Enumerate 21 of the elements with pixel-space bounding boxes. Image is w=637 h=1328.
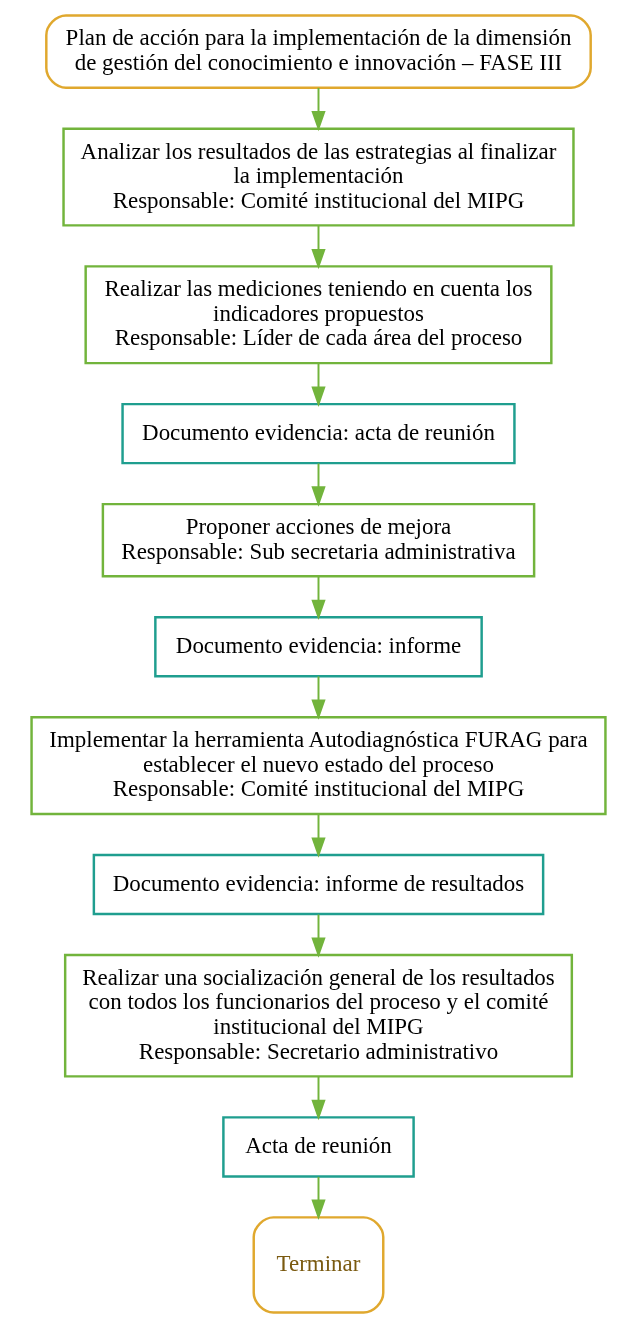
arrow	[311, 575, 326, 621]
arrow	[311, 675, 326, 720]
arrow	[311, 362, 326, 407]
node-box: Documento evidencia: acta de reunión	[121, 402, 516, 465]
node-box: Analizar los resultados de las estrategias al finalizar la implementación Responsable: Comité institucional del MIPG	[62, 127, 575, 227]
node-box: Realizar las mediciones teniendo en cuenta los indicadores propuestos Responsable: Líder de cada área del proceso	[84, 265, 553, 365]
node-box: Proponer acciones de mejora Responsable: Sub secretaria administrativa	[101, 502, 536, 578]
node-box: Terminar	[252, 1216, 385, 1314]
arrow	[311, 913, 326, 958]
node-box: Implementar la herramienta Autodiagnóstica FURAG para establecer el nuevo estado del proceso Responsable: Comité institucional del MIPG	[30, 716, 607, 816]
node-box: Plan de acción para la implementación de la dimensión de gestión del conocimiento e innovación – FASE III	[45, 14, 592, 89]
arrow	[311, 462, 326, 507]
arrow	[311, 1175, 326, 1220]
arrow	[311, 224, 326, 270]
node-box: Documento evidencia: informe de resultados	[92, 853, 545, 916]
arrow	[311, 1075, 326, 1121]
node-box: Realizar una socialización general de los resultados con todos los funcionarios del proceso y el comité institucional del MIPG Responsable: Secretario administrativo	[63, 953, 574, 1078]
node-box: Acta de reunión	[222, 1116, 415, 1178]
arrow	[311, 813, 326, 858]
arrow	[311, 86, 326, 132]
node-box: Documento evidencia: informe	[154, 616, 483, 678]
